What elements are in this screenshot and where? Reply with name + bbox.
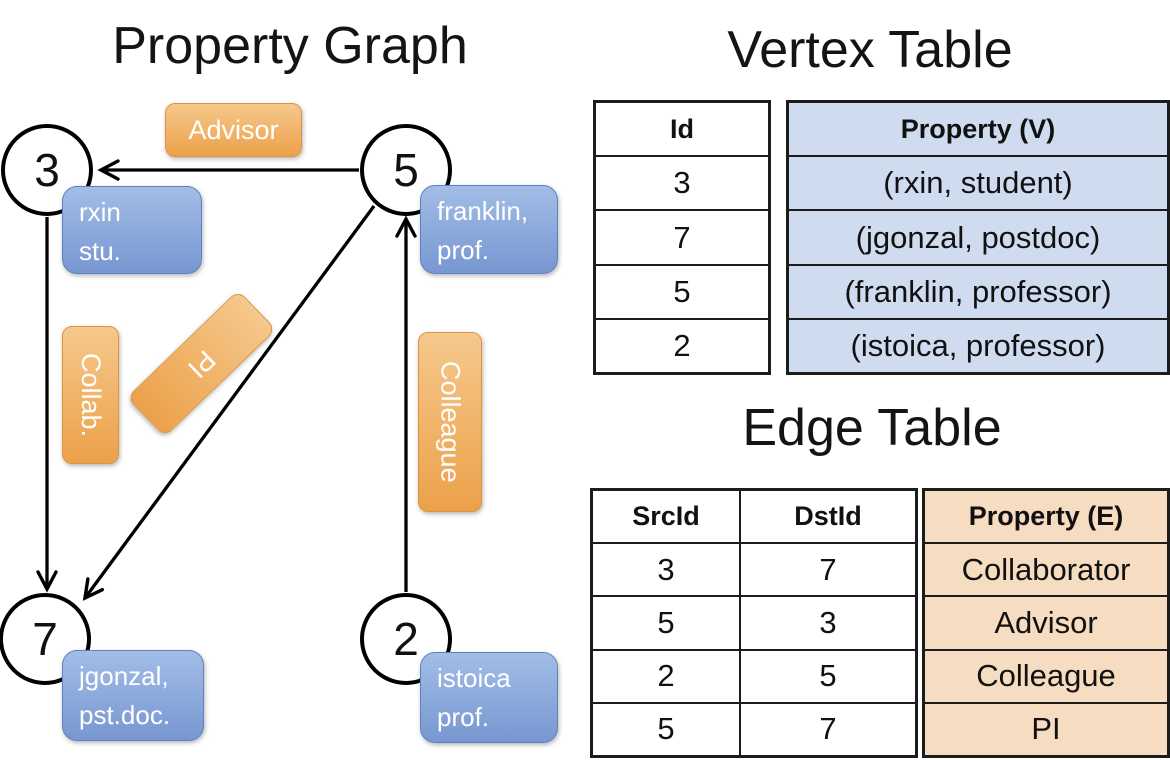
- node-7-property-box: jgonzal, pst.doc.: [62, 650, 204, 741]
- graph-node-2: 2: [360, 593, 452, 685]
- edge-property-cell: PI: [925, 701, 1167, 755]
- edge-table-header-row: SrcId DstId: [593, 491, 915, 543]
- node-2-property-box: istoica prof.: [420, 652, 558, 743]
- vertex-id-cell: 2: [596, 317, 768, 372]
- edge-property-header: Property (E): [968, 501, 1124, 532]
- node-5-property-box: franklin, prof.: [420, 185, 558, 274]
- node-5-id: 5: [393, 144, 419, 196]
- edge-srcid-header: SrcId: [632, 501, 700, 532]
- vertex-id-cell: 3: [596, 155, 768, 209]
- node-3-id: 3: [34, 144, 60, 196]
- edge-property-cell: Colleague: [925, 648, 1167, 702]
- edge-property-cell: Advisor: [925, 595, 1167, 648]
- edge-label-colleague: Colleague: [418, 332, 482, 512]
- edge-table-property-column: Property (E) Collaborator Advisor Collea…: [922, 488, 1170, 758]
- edge-dstid-cell: 7: [739, 544, 915, 596]
- vertex-property-cell: (jgonzal, postdoc): [789, 209, 1167, 263]
- node-2-property-line1: istoica: [437, 663, 511, 693]
- edge-srcid-cell: 5: [657, 711, 675, 747]
- node-3-property-box: rxin stu.: [62, 186, 202, 274]
- vertex-property-cell: (istoica, professor): [789, 317, 1167, 372]
- vertex-property-header: Property (V): [900, 113, 1056, 144]
- node-3-property-line1: rxin: [79, 197, 121, 227]
- vertex-table-title: Vertex Table: [727, 21, 1013, 79]
- vertex-id-header: Id: [670, 113, 694, 144]
- graph-edges: [36, 159, 417, 601]
- vertex-property-cell: (franklin, professor): [789, 263, 1167, 318]
- node-7-property-line2: pst.doc.: [79, 700, 171, 730]
- node-5-property-line2: prof.: [437, 235, 490, 265]
- edge-property-cell: Collaborator: [925, 542, 1167, 595]
- vertex-table-id-column: Id 3 7 5 2: [593, 100, 771, 375]
- property-graph-title: Property Graph: [112, 17, 468, 75]
- vertex-table-property-column: Property (V) (rxin, student) (jgonzal, p…: [786, 100, 1170, 375]
- edge-srcid-cell: 3: [657, 551, 675, 587]
- node-2-id: 2: [393, 613, 419, 665]
- node-7-id: 7: [32, 613, 58, 665]
- edge-table-row: 5 3: [593, 595, 915, 649]
- edge-table-row: 5 7: [593, 701, 915, 756]
- node-7-property-line1: jgonzal,: [79, 661, 169, 691]
- edge-table-row: 3 7: [593, 542, 915, 596]
- vertex-id-cell: 5: [596, 263, 768, 318]
- edge-arrow-5-to-7: [82, 205, 376, 601]
- vertex-property-cell: (rxin, student): [789, 155, 1167, 209]
- node-2-property-line2: prof.: [437, 702, 490, 732]
- edge-srcid-cell: 2: [657, 658, 675, 694]
- edge-label-advisor: Advisor: [165, 103, 302, 157]
- edge-dstid-cell: 5: [739, 650, 915, 702]
- edge-dstid-cell: 7: [739, 703, 915, 756]
- edge-table-row: 2 5: [593, 648, 915, 702]
- edge-table-title: Edge Table: [742, 399, 1002, 457]
- node-5-property-line1: franklin,: [437, 196, 529, 226]
- edge-dstid-header: DstId: [739, 491, 915, 543]
- node-3-property-line2: stu.: [79, 236, 121, 266]
- edge-srcid-cell: 5: [657, 605, 675, 640]
- edge-label-collab: Collab.: [62, 326, 119, 464]
- edge-table-id-columns: SrcId DstId 3 7 5 3 2 5 5 7: [590, 488, 918, 758]
- edge-dstid-cell: 3: [739, 597, 915, 649]
- vertex-id-cell: 7: [596, 209, 768, 263]
